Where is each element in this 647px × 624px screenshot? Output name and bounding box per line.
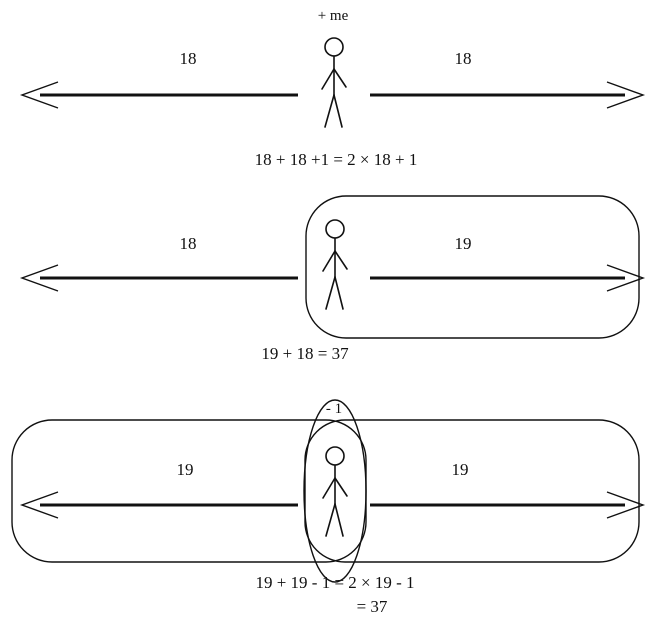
panel-3-right-arrow [370, 491, 646, 519]
panel-1-right-arrow [370, 81, 646, 109]
panel-2-right-count: 19 [455, 234, 472, 253]
panel-2-right-arrow [370, 264, 646, 292]
panel-1-equation: 18 + 18 +1 = 2 × 18 + 1 [255, 150, 418, 169]
panel-1-left-count: 18 [180, 49, 197, 68]
panel-2: 18 19 19 + 18 = 37 [19, 195, 646, 363]
panel-3-person-icon [322, 446, 348, 537]
panel-3-left-group-outline [11, 419, 367, 563]
panel-3-left-count: 19 [177, 460, 194, 479]
panel-1-left-arrow [19, 81, 298, 109]
panel-2-group-outline [305, 195, 640, 339]
panel-3: - 1 19 19 19 + 19 - 1 = 2 × 19 - 1 = 37 [11, 399, 646, 616]
panel-2-left-arrow [19, 264, 298, 292]
panel-3-left-arrow [19, 491, 298, 519]
panel-3-top-label: - 1 [326, 401, 342, 417]
panel-3-overlap-outline [303, 399, 367, 583]
panel-1-person-icon [321, 37, 347, 128]
panel-1-right-count: 18 [455, 49, 472, 68]
panel-3-equation-line-1: 19 + 19 - 1 = 2 × 19 - 1 [255, 573, 414, 592]
panel-1-top-label: + me [318, 8, 349, 24]
panel-2-left-count: 18 [180, 234, 197, 253]
panel-3-right-group-outline [304, 419, 640, 563]
panel-3-right-count: 19 [452, 460, 469, 479]
panel-2-person-icon [322, 219, 348, 310]
panel-3-equation-line-2: = 37 [357, 597, 388, 616]
panel-2-equation: 19 + 18 = 37 [261, 344, 349, 363]
panel-1: + me 18 18 18 + 18 +1 = 2 × 18 + 1 [19, 8, 646, 169]
